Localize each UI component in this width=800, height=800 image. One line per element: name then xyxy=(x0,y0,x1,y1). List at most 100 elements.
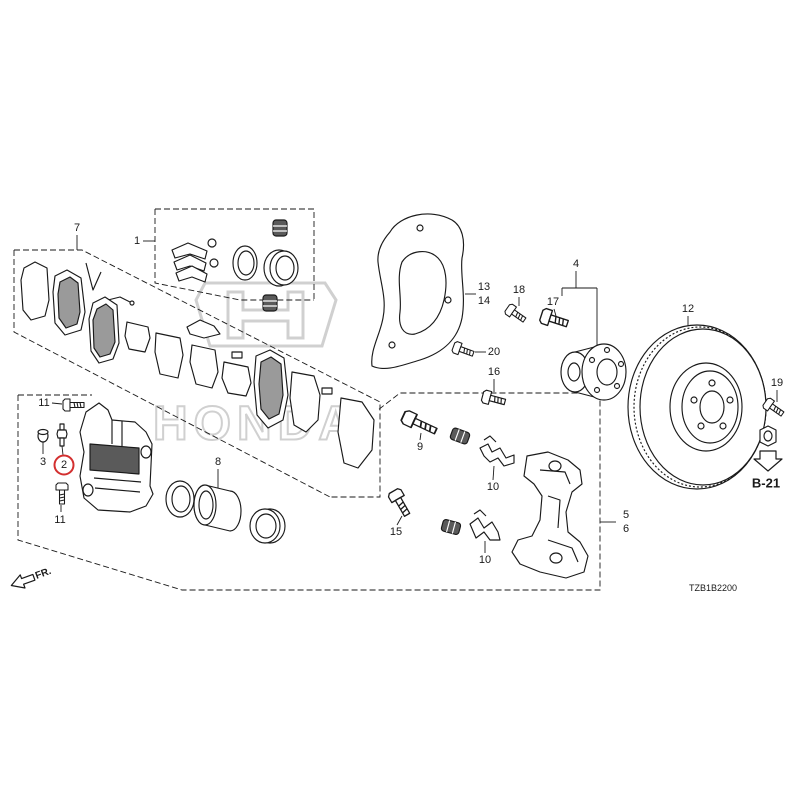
hub-bearing-part-4 xyxy=(560,343,627,401)
bleeder-hex xyxy=(56,429,68,439)
boot-upper-ribs xyxy=(454,429,466,443)
group-box-seal-kit xyxy=(154,208,315,301)
callout-10-lower: 10 xyxy=(479,554,491,566)
bracket-pin-bore-upper xyxy=(548,460,562,472)
pin-boot-upper xyxy=(272,219,288,237)
callout-20: 20 xyxy=(488,346,500,358)
logo-outline xyxy=(194,281,338,348)
pad-small-clip-a xyxy=(231,351,243,359)
callout-3: 3 xyxy=(40,456,46,468)
pad-retainer-a xyxy=(124,321,151,353)
leader-lines xyxy=(42,235,778,553)
hub-stud-b xyxy=(617,360,625,368)
seal-ring-inner xyxy=(171,485,191,513)
leader-17 xyxy=(553,308,557,317)
piston-seal-ring xyxy=(165,480,195,518)
bolt-part-11-upper xyxy=(62,398,85,412)
caliper-ribs xyxy=(93,420,142,493)
pad-clip-part-10-upper xyxy=(479,435,515,467)
bleeder-thread xyxy=(59,437,65,447)
boot-lower-body xyxy=(440,518,462,536)
hub-stud-a xyxy=(603,346,611,354)
callout-10-upper: 10 xyxy=(487,481,499,493)
piston-boot-ring xyxy=(249,508,286,544)
bracket-ribs xyxy=(539,469,579,563)
bolt-part-11-lower xyxy=(55,482,69,505)
pin-boot-lower-ribs xyxy=(263,300,277,307)
small-o-ring-a xyxy=(207,238,217,248)
wear-indicator-clip xyxy=(85,262,102,291)
group-boxes xyxy=(13,208,601,591)
callout-11-lower: 11 xyxy=(54,514,65,526)
pad-set-part-7 xyxy=(20,261,375,469)
callout-4: 4 xyxy=(573,258,579,270)
splash-guard-hole-a xyxy=(416,224,424,232)
hub-bearing-bore xyxy=(567,362,581,382)
callout-labels: 1 7 11 3 2 11 8 13 14 18 17 4 12 19 20 1… xyxy=(38,222,783,566)
group-box-pad-set xyxy=(13,249,381,498)
slide-pin-part-15 xyxy=(386,486,415,520)
honda-watermark: HONDA xyxy=(152,281,359,452)
screw-part-20 xyxy=(450,340,476,360)
pad-shim-c xyxy=(289,371,321,433)
slide-pin-boot-upper xyxy=(449,427,471,445)
pad-clip-top xyxy=(186,319,221,339)
pad-clip-set-c xyxy=(175,265,208,283)
leader-4-bracket xyxy=(561,271,598,346)
slide-pin-part-9 xyxy=(399,408,440,439)
pad-clip-upper-body xyxy=(479,443,515,467)
hub-stud-e xyxy=(588,356,596,364)
pad-clip-part-10-lower xyxy=(469,509,501,541)
splash-guard-cutout xyxy=(398,251,447,335)
group-box-caliper xyxy=(17,392,601,591)
leader-15 xyxy=(396,515,403,526)
pad-clip-lower-spring xyxy=(473,509,487,517)
callout-5: 5 xyxy=(623,509,629,521)
small-o-ring-b xyxy=(209,258,219,268)
bleeder-screw-part-2 xyxy=(56,423,68,447)
callout-19: 19 xyxy=(771,377,783,389)
disc-lug-hole-c xyxy=(719,422,727,430)
boot-upper-body xyxy=(449,427,471,445)
caliper-mount-ear-upper xyxy=(140,445,152,459)
front-label: FR. xyxy=(34,566,53,582)
slide-pin-boot-lower xyxy=(440,518,462,536)
bolt-part-16 xyxy=(480,389,508,409)
honda-wordmark: HONDA xyxy=(153,398,359,451)
pad-spring-end xyxy=(129,300,135,306)
callout-17: 17 xyxy=(547,296,559,308)
disc-center-bore xyxy=(699,390,725,424)
bracket-pin-bore-lower xyxy=(549,552,563,564)
outer-shim xyxy=(20,261,50,321)
caliper-bracket-part-5-6 xyxy=(511,451,589,579)
splash-guard-part-13-14 xyxy=(371,213,465,370)
hub-stud-d xyxy=(593,386,601,394)
pad-clip-set-a xyxy=(171,242,208,260)
front-direction-indicator: FR. xyxy=(10,566,53,589)
inner-pad-2-lining xyxy=(258,356,284,420)
callout-11-upper: 11 xyxy=(38,397,49,409)
outer-pad-lining xyxy=(57,276,81,329)
caliper-mount-ear-lower xyxy=(82,483,94,497)
callout-16: 16 xyxy=(488,366,500,378)
bolt-part-18 xyxy=(503,302,529,326)
front-arrow-icon xyxy=(10,573,36,589)
callout-13: 13 xyxy=(478,281,490,293)
drawing-code: TZB1B2200 xyxy=(689,583,737,593)
pad-clip-set-b xyxy=(173,254,207,272)
bleeder-cap-part-3 xyxy=(37,428,49,443)
disc-lug-hole-a xyxy=(708,379,716,387)
hub-nut-bore xyxy=(763,430,773,442)
piston-part-8 xyxy=(193,484,242,532)
pad-shim-b xyxy=(221,361,252,397)
splash-guard-hole-c xyxy=(388,341,396,349)
callout-12: 12 xyxy=(682,303,694,315)
bleeder-cap-top xyxy=(37,428,49,436)
pin-boot-upper-ribs xyxy=(273,225,287,232)
hub-flange-center xyxy=(596,358,618,386)
leader-9 xyxy=(419,432,422,441)
pin-boot-lower xyxy=(262,294,278,312)
piston-cup xyxy=(198,490,214,520)
highlight-ring-callout-2 xyxy=(53,454,75,476)
